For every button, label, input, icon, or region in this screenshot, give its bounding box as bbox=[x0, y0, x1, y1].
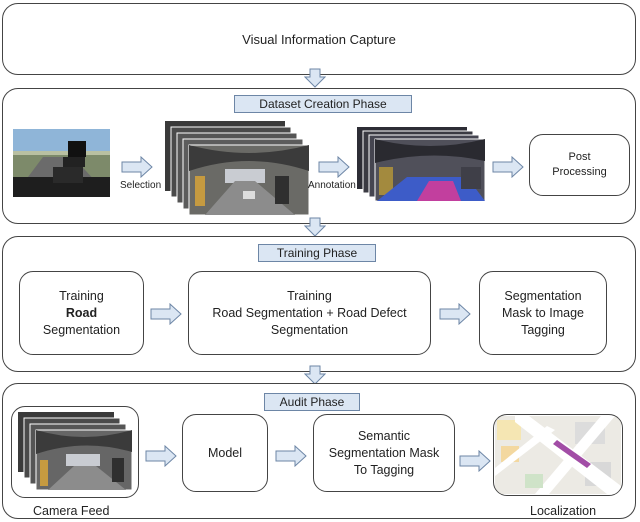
post-processing-line1: Post bbox=[568, 151, 591, 163]
post-processing-line2: Processing bbox=[552, 166, 607, 178]
training-road-defect-segmentation-box: Training Road Segmentation + Road Defect… bbox=[188, 271, 431, 355]
selection-label: Selection bbox=[120, 180, 162, 191]
post-processing-box: Post Processing bbox=[529, 134, 630, 196]
dashcam-photo bbox=[13, 129, 110, 197]
semantic-segmentation-tagging-box: Semantic Segmentation Mask To Tagging bbox=[313, 414, 455, 492]
model-box: Model bbox=[182, 414, 268, 492]
localization-map-box bbox=[493, 414, 623, 496]
down-arrow-icon bbox=[304, 68, 326, 88]
semantic-line1: Semantic bbox=[357, 428, 411, 443]
down-arrow-icon bbox=[304, 365, 326, 385]
right-arrow-icon bbox=[318, 156, 350, 178]
training-road-segmentation-box: Training Road Segmentation bbox=[19, 271, 144, 355]
training-box1-line1: Training bbox=[59, 288, 104, 303]
training-box2-line1: Training bbox=[287, 288, 332, 303]
semantic-line2: Segmentation Mask bbox=[328, 445, 440, 460]
annotation-label: Annotation bbox=[308, 180, 356, 191]
training-box3-line2: Mask to Image bbox=[502, 305, 584, 320]
camera-feed-frames bbox=[18, 412, 133, 491]
segmentation-mask-tagging-box: Segmentation Mask to Image Tagging bbox=[479, 271, 607, 355]
camera-feed-box bbox=[11, 406, 139, 498]
training-box3-line3: Tagging bbox=[521, 322, 565, 337]
training-box2-line3: Segmentation bbox=[270, 322, 349, 337]
annotated-frames-stack bbox=[357, 127, 486, 202]
training-box1-line2: Road bbox=[65, 305, 98, 320]
semantic-line3: To Tagging bbox=[353, 462, 415, 477]
training-box2-line2: Road Segmentation + Road Defect bbox=[212, 305, 407, 320]
training-box3-line1: Segmentation bbox=[504, 288, 582, 303]
right-arrow-icon bbox=[275, 445, 307, 467]
visual-information-capture-box: Visual Information Capture bbox=[2, 3, 636, 75]
right-arrow-icon bbox=[439, 303, 471, 325]
right-arrow-icon bbox=[121, 156, 153, 178]
audit-phase-label: Audit Phase bbox=[264, 393, 360, 411]
localization-label: Localization bbox=[530, 504, 597, 518]
camera-feed-label: Camera Feed bbox=[33, 504, 110, 518]
capture-title: Visual Information Capture bbox=[242, 31, 396, 47]
localization-map bbox=[495, 416, 621, 494]
model-label: Model bbox=[207, 445, 243, 460]
training-phase-label: Training Phase bbox=[258, 244, 376, 262]
selected-frames-stack bbox=[165, 121, 310, 216]
right-arrow-icon bbox=[150, 303, 182, 325]
right-arrow-icon bbox=[145, 445, 177, 467]
dataset-creation-phase-label: Dataset Creation Phase bbox=[234, 95, 412, 113]
right-arrow-icon bbox=[459, 450, 491, 472]
right-arrow-icon bbox=[492, 156, 524, 178]
training-box1-line3: Segmentation bbox=[42, 322, 121, 337]
down-arrow-icon bbox=[304, 217, 326, 237]
